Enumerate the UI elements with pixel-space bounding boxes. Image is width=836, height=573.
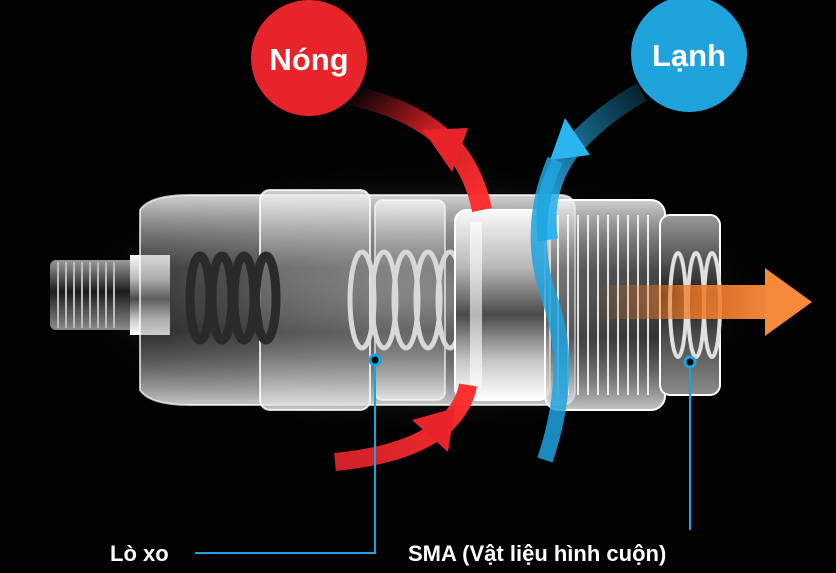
bias-spring [347, 249, 465, 351]
mixed-outlet-arrow [600, 268, 812, 336]
hot-inflow-arrow-top [347, 85, 492, 213]
sma-callout-line [683, 355, 697, 530]
hot-label-bubble: Nóng [251, 0, 367, 116]
cold-inflow-arrow [530, 83, 647, 463]
valve-body [454, 209, 551, 401]
cold-label-bubble: Lạnh [631, 0, 747, 112]
inner-spring [185, 251, 281, 345]
spring-callout-line [195, 353, 382, 554]
cold-label: Lạnh [652, 38, 726, 73]
spring-caption: Lò xo [110, 541, 169, 566]
hot-inflow-arrow-bottom [334, 383, 477, 471]
sma-caption: SMA (Vật liệu hình cuộn) [408, 541, 667, 566]
hot-label: Nóng [269, 42, 348, 77]
